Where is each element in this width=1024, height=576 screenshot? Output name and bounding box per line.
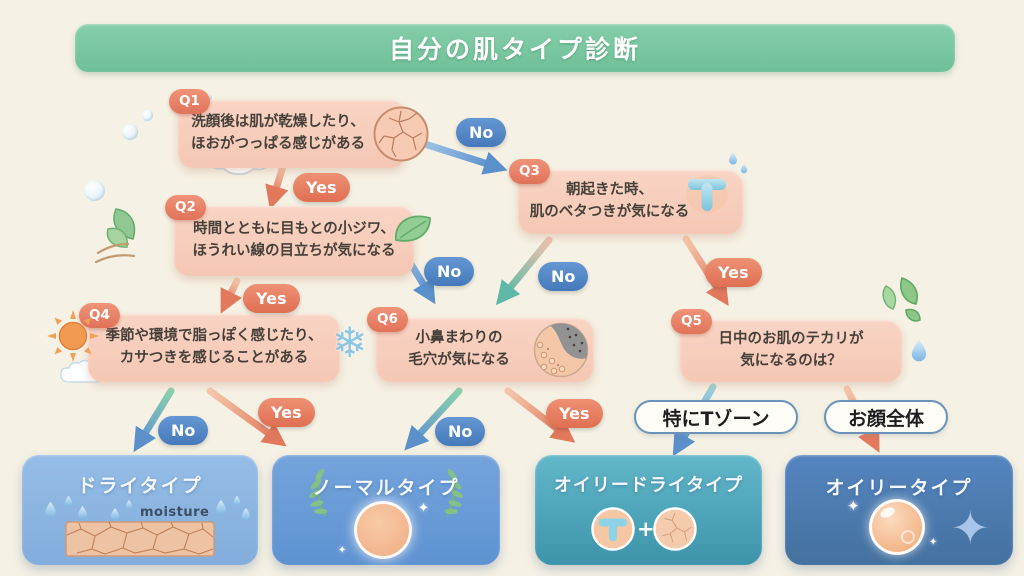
q6-yes-pill: Yes bbox=[546, 399, 603, 428]
question-box-q5: Q5 日中のお肌のテカリが 気になるのは？ bbox=[671, 309, 902, 382]
q1-text-line2: ほおがつっぱる感じがある bbox=[191, 136, 365, 152]
sparkle-icon: ✦ bbox=[338, 545, 347, 556]
question-box-q3: Q3 朝起きた時、 肌のベタつきが気になる bbox=[509, 159, 743, 234]
water-drop-icon bbox=[125, 499, 133, 510]
water-drop-icon bbox=[64, 495, 73, 507]
result-card-normal: ノーマルタイプ ✦ ✦ bbox=[272, 455, 500, 565]
result-card-oily: オイリータイプ ✦ ✦ ✦ bbox=[785, 455, 1013, 565]
water-drop-icon bbox=[215, 499, 227, 515]
dry-skin-circle-icon bbox=[373, 106, 429, 162]
t-zone-icon bbox=[686, 175, 728, 213]
sparkle-icon: ✦ bbox=[418, 501, 429, 516]
arrow-q3-no bbox=[495, 236, 553, 306]
water-drop-icon bbox=[241, 507, 251, 521]
whole-face-branch-pill: お顔全体 bbox=[824, 400, 948, 434]
q3-no-pill: No bbox=[538, 262, 589, 291]
q4-no-pill: No bbox=[158, 416, 209, 445]
q3-text-line2: 肌のベタつきが気になる bbox=[529, 204, 690, 220]
bubble-icon bbox=[122, 124, 138, 140]
oily-dry-type-label: オイリードライタイプ bbox=[553, 475, 744, 496]
snowflake-icon: ❄ bbox=[332, 318, 368, 367]
q4-text-line2: カサつきを感じることがある bbox=[119, 350, 309, 366]
leaf-icon bbox=[395, 215, 431, 242]
q5-badge: Q5 bbox=[671, 309, 712, 334]
q3-badge: Q3 bbox=[509, 159, 550, 184]
moisture-label: moisture bbox=[140, 505, 210, 520]
q6-no-pill: No bbox=[435, 417, 486, 446]
whisker-lines-icon bbox=[94, 242, 136, 264]
q2-no-pill: No bbox=[424, 257, 475, 286]
q3-text-line1: 朝起きた時、 bbox=[566, 182, 653, 199]
nose-pores-circle-icon bbox=[533, 322, 589, 378]
laurel-leaf-icon bbox=[309, 468, 328, 517]
arrow-q4-no bbox=[133, 387, 175, 453]
t-zone-circle-icon bbox=[591, 507, 635, 551]
arrow-q6-no bbox=[404, 387, 463, 451]
sparkle-icon: ✦ bbox=[847, 497, 860, 515]
q2-yes-pill: Yes bbox=[243, 284, 300, 313]
water-drop-icon bbox=[44, 501, 57, 518]
normal-skin-ball-icon bbox=[354, 501, 412, 559]
water-drop-icon bbox=[233, 495, 241, 506]
q6-text-line1: 小鼻まわりの bbox=[415, 330, 503, 347]
q1-badge: Q1 bbox=[169, 89, 210, 114]
oily-skin-ball-icon bbox=[869, 499, 925, 555]
arrow-q1-yes bbox=[265, 162, 289, 210]
bubble-icon bbox=[142, 110, 153, 121]
dry-type-label: ドライタイプ bbox=[77, 475, 203, 497]
water-drop-icon bbox=[77, 505, 88, 520]
q5-text-line2: 気になるのは？ bbox=[740, 353, 842, 369]
q2-text-line1: 時間とともに目もとの小ジワ、 bbox=[193, 221, 395, 238]
q1-text-line1: 洗顔後は肌が乾燥したり、 bbox=[191, 114, 365, 131]
arrow-q4-yes bbox=[206, 387, 287, 447]
sparkle-icon: ✦ bbox=[929, 537, 938, 548]
sun-icon bbox=[47, 310, 99, 362]
result-card-oily-dry: オイリードライタイプ + bbox=[535, 455, 762, 565]
page-title: 自分の肌タイプ診断 bbox=[75, 24, 955, 72]
question-box-q6: Q6 小鼻まわりの 毛穴が気になる bbox=[367, 307, 594, 382]
arrow-q2-yes bbox=[220, 277, 242, 314]
question-box-q2: Q2 時間とともに目もとの小ジワ、 ほうれい線の目立ちが気になる bbox=[165, 195, 414, 276]
oily-type-label: オイリータイプ bbox=[825, 477, 973, 499]
q6-text-line2: 毛穴が気になる bbox=[408, 352, 510, 368]
leaves-icon bbox=[882, 277, 921, 322]
q4-badge: Q4 bbox=[79, 303, 120, 328]
q2-badge: Q2 bbox=[165, 195, 206, 220]
water-drop-icon bbox=[110, 507, 120, 521]
q1-no-pill: No bbox=[456, 118, 507, 147]
laurel-leaf-icon bbox=[444, 468, 463, 517]
leaves-icon bbox=[106, 208, 136, 248]
q1-yes-pill: Yes bbox=[293, 173, 350, 202]
result-card-dry: ドライタイプ moisture bbox=[22, 455, 258, 565]
bubble-icon bbox=[84, 180, 105, 201]
cracked-skin-bar-icon bbox=[65, 521, 215, 557]
t-zone-branch-pill: 特にTゾーン bbox=[634, 400, 798, 434]
dry-circle-icon bbox=[653, 507, 697, 551]
page-title-text: 自分の肌タイプ診断 bbox=[388, 35, 641, 64]
q5-text-line1: 日中のお肌のテカリが bbox=[718, 331, 864, 348]
q3-yes-pill: Yes bbox=[705, 258, 762, 287]
question-box-q4: Q4 季節や環境で脂っぽく感じたり、 カサつきを感じることがある bbox=[79, 303, 340, 382]
q2-text-line2: ほうれい線の目立ちが気になる bbox=[192, 243, 396, 259]
q6-badge: Q6 bbox=[367, 307, 408, 332]
question-box-q1: Q1 洗顔後は肌が乾燥したり、 ほおがつっぱる感じがある bbox=[169, 89, 429, 168]
q4-text-line1: 季節や環境で脂っぽく感じたり、 bbox=[105, 328, 323, 345]
plus-sign: + bbox=[637, 517, 655, 541]
q4-yes-pill: Yes bbox=[258, 398, 315, 427]
normal-type-label: ノーマルタイプ bbox=[312, 477, 460, 499]
diamond-sparkle-icon: ✦ bbox=[951, 501, 990, 555]
